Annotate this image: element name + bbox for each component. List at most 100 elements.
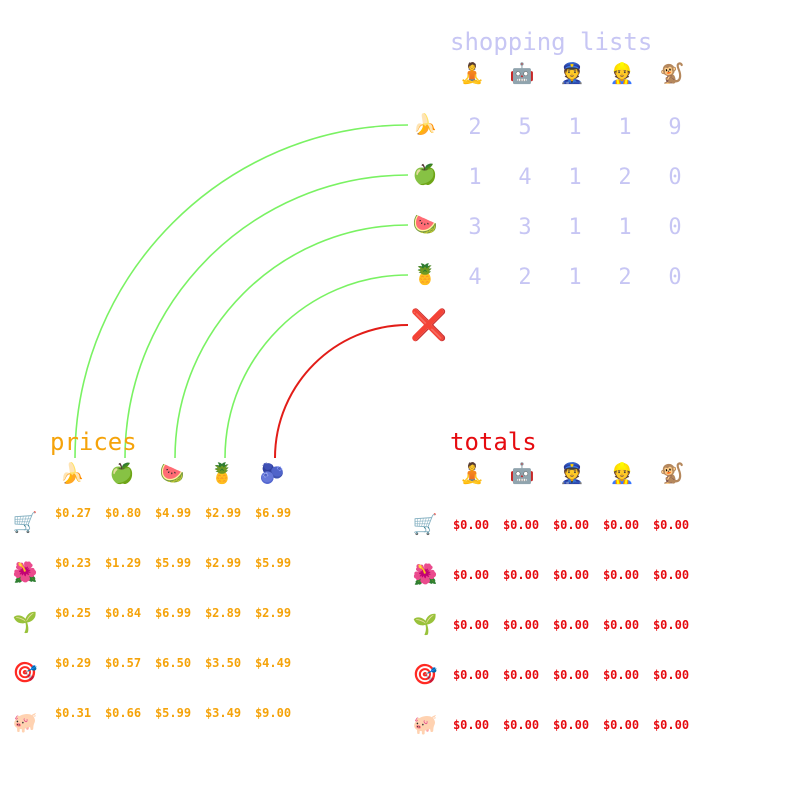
price-cell: $5.99: [154, 706, 192, 720]
missing-fruit-marker: ❌: [410, 308, 448, 343]
store-icon: 🛒: [412, 512, 438, 536]
person-icon: 👮: [559, 61, 585, 85]
price-cell: $5.99: [254, 556, 292, 570]
person-icon: 👷: [609, 461, 635, 485]
fruit-icon: 🍏: [109, 461, 135, 485]
store-icon: 🌱: [412, 612, 438, 636]
price-cell: $2.99: [204, 556, 242, 570]
total-cell: $0.00: [602, 618, 640, 632]
prices-title: prices: [50, 428, 137, 456]
quantity-cell: 1: [568, 165, 582, 190]
total-cell: $0.00: [452, 718, 490, 732]
price-cell: $0.23: [54, 556, 92, 570]
quantity-cell: 0: [668, 265, 682, 290]
shopping-lists-title: shopping lists: [450, 28, 653, 56]
total-cell: $0.00: [502, 668, 540, 682]
quantity-cell: 4: [468, 265, 482, 290]
total-cell: $0.00: [552, 518, 590, 532]
total-cell: $0.00: [452, 668, 490, 682]
fruit-link-arc: [74, 124, 409, 459]
total-cell: $0.00: [652, 668, 690, 682]
person-icon: 🤖: [509, 461, 535, 485]
person-icon: 🐒: [659, 461, 685, 485]
person-icon: 🧘: [459, 461, 485, 485]
total-cell: $0.00: [502, 718, 540, 732]
price-cell: $0.27: [54, 506, 92, 520]
price-cell: $3.49: [204, 706, 242, 720]
quantity-cell: 1: [618, 215, 632, 240]
fruit-icon: 🍌: [59, 461, 85, 485]
person-icon: 👮: [559, 461, 585, 485]
price-cell: $3.50: [204, 656, 242, 670]
total-cell: $0.00: [502, 568, 540, 582]
person-icon: 🐒: [659, 61, 685, 85]
price-cell: $0.80: [104, 506, 142, 520]
fruit-link-arc: [124, 174, 409, 459]
fruit-icon: 🍉: [159, 461, 185, 485]
quantity-cell: 3: [468, 215, 482, 240]
quantity-cell: 3: [518, 215, 532, 240]
price-cell: $4.49: [254, 656, 292, 670]
store-icon: 🌺: [12, 560, 38, 584]
fruit-icon: 🍍: [412, 262, 438, 286]
fruit-link-arc: [174, 224, 409, 459]
total-cell: $0.00: [602, 518, 640, 532]
total-cell: $0.00: [552, 668, 590, 682]
price-cell: $9.00: [254, 706, 292, 720]
price-cell: $0.66: [104, 706, 142, 720]
quantity-cell: 1: [468, 165, 482, 190]
price-cell: $5.99: [154, 556, 192, 570]
store-icon: 🌺: [412, 562, 438, 586]
total-cell: $0.00: [602, 568, 640, 582]
price-cell: $2.99: [204, 506, 242, 520]
total-cell: $0.00: [502, 618, 540, 632]
store-icon: 🐖: [412, 712, 438, 736]
store-icon: 🎯: [12, 660, 38, 684]
price-cell: $0.31: [54, 706, 92, 720]
price-cell: $0.25: [54, 606, 92, 620]
total-cell: $0.00: [452, 618, 490, 632]
fruit-icon: 🍌: [412, 112, 438, 136]
quantity-cell: 2: [618, 265, 632, 290]
total-cell: $0.00: [452, 518, 490, 532]
total-cell: $0.00: [502, 518, 540, 532]
price-cell: $1.29: [104, 556, 142, 570]
totals-title: totals: [450, 428, 537, 456]
price-cell: $2.89: [204, 606, 242, 620]
fruit-link-arc: [224, 274, 409, 459]
total-cell: $0.00: [652, 568, 690, 582]
price-cell: $2.99: [254, 606, 292, 620]
store-icon: 🌱: [12, 610, 38, 634]
price-cell: $6.99: [154, 606, 192, 620]
total-cell: $0.00: [552, 718, 590, 732]
store-icon: 🛒: [12, 510, 38, 534]
quantity-cell: 2: [518, 265, 532, 290]
price-cell: $6.50: [154, 656, 192, 670]
total-cell: $0.00: [652, 618, 690, 632]
quantity-cell: 9: [668, 115, 682, 140]
store-icon: 🐖: [12, 710, 38, 734]
quantity-cell: 2: [468, 115, 482, 140]
total-cell: $0.00: [602, 668, 640, 682]
total-cell: $0.00: [602, 718, 640, 732]
quantity-cell: 1: [618, 115, 632, 140]
quantity-cell: 4: [518, 165, 532, 190]
quantity-cell: 1: [568, 115, 582, 140]
total-cell: $0.00: [652, 718, 690, 732]
quantity-cell: 1: [568, 215, 582, 240]
quantity-cell: 0: [668, 165, 682, 190]
person-icon: 🤖: [509, 61, 535, 85]
quantity-cell: 2: [618, 165, 632, 190]
total-cell: $0.00: [652, 518, 690, 532]
person-icon: 👷: [609, 61, 635, 85]
fruit-icon: 🍍: [209, 461, 235, 485]
fruit-icon: 🍉: [412, 212, 438, 236]
price-cell: $0.57: [104, 656, 142, 670]
missing-fruit-arc: [274, 324, 409, 459]
price-cell: $0.29: [54, 656, 92, 670]
store-icon: 🎯: [412, 662, 438, 686]
total-cell: $0.00: [552, 568, 590, 582]
fruit-icon: 🫐: [259, 461, 285, 485]
person-icon: 🧘: [459, 61, 485, 85]
